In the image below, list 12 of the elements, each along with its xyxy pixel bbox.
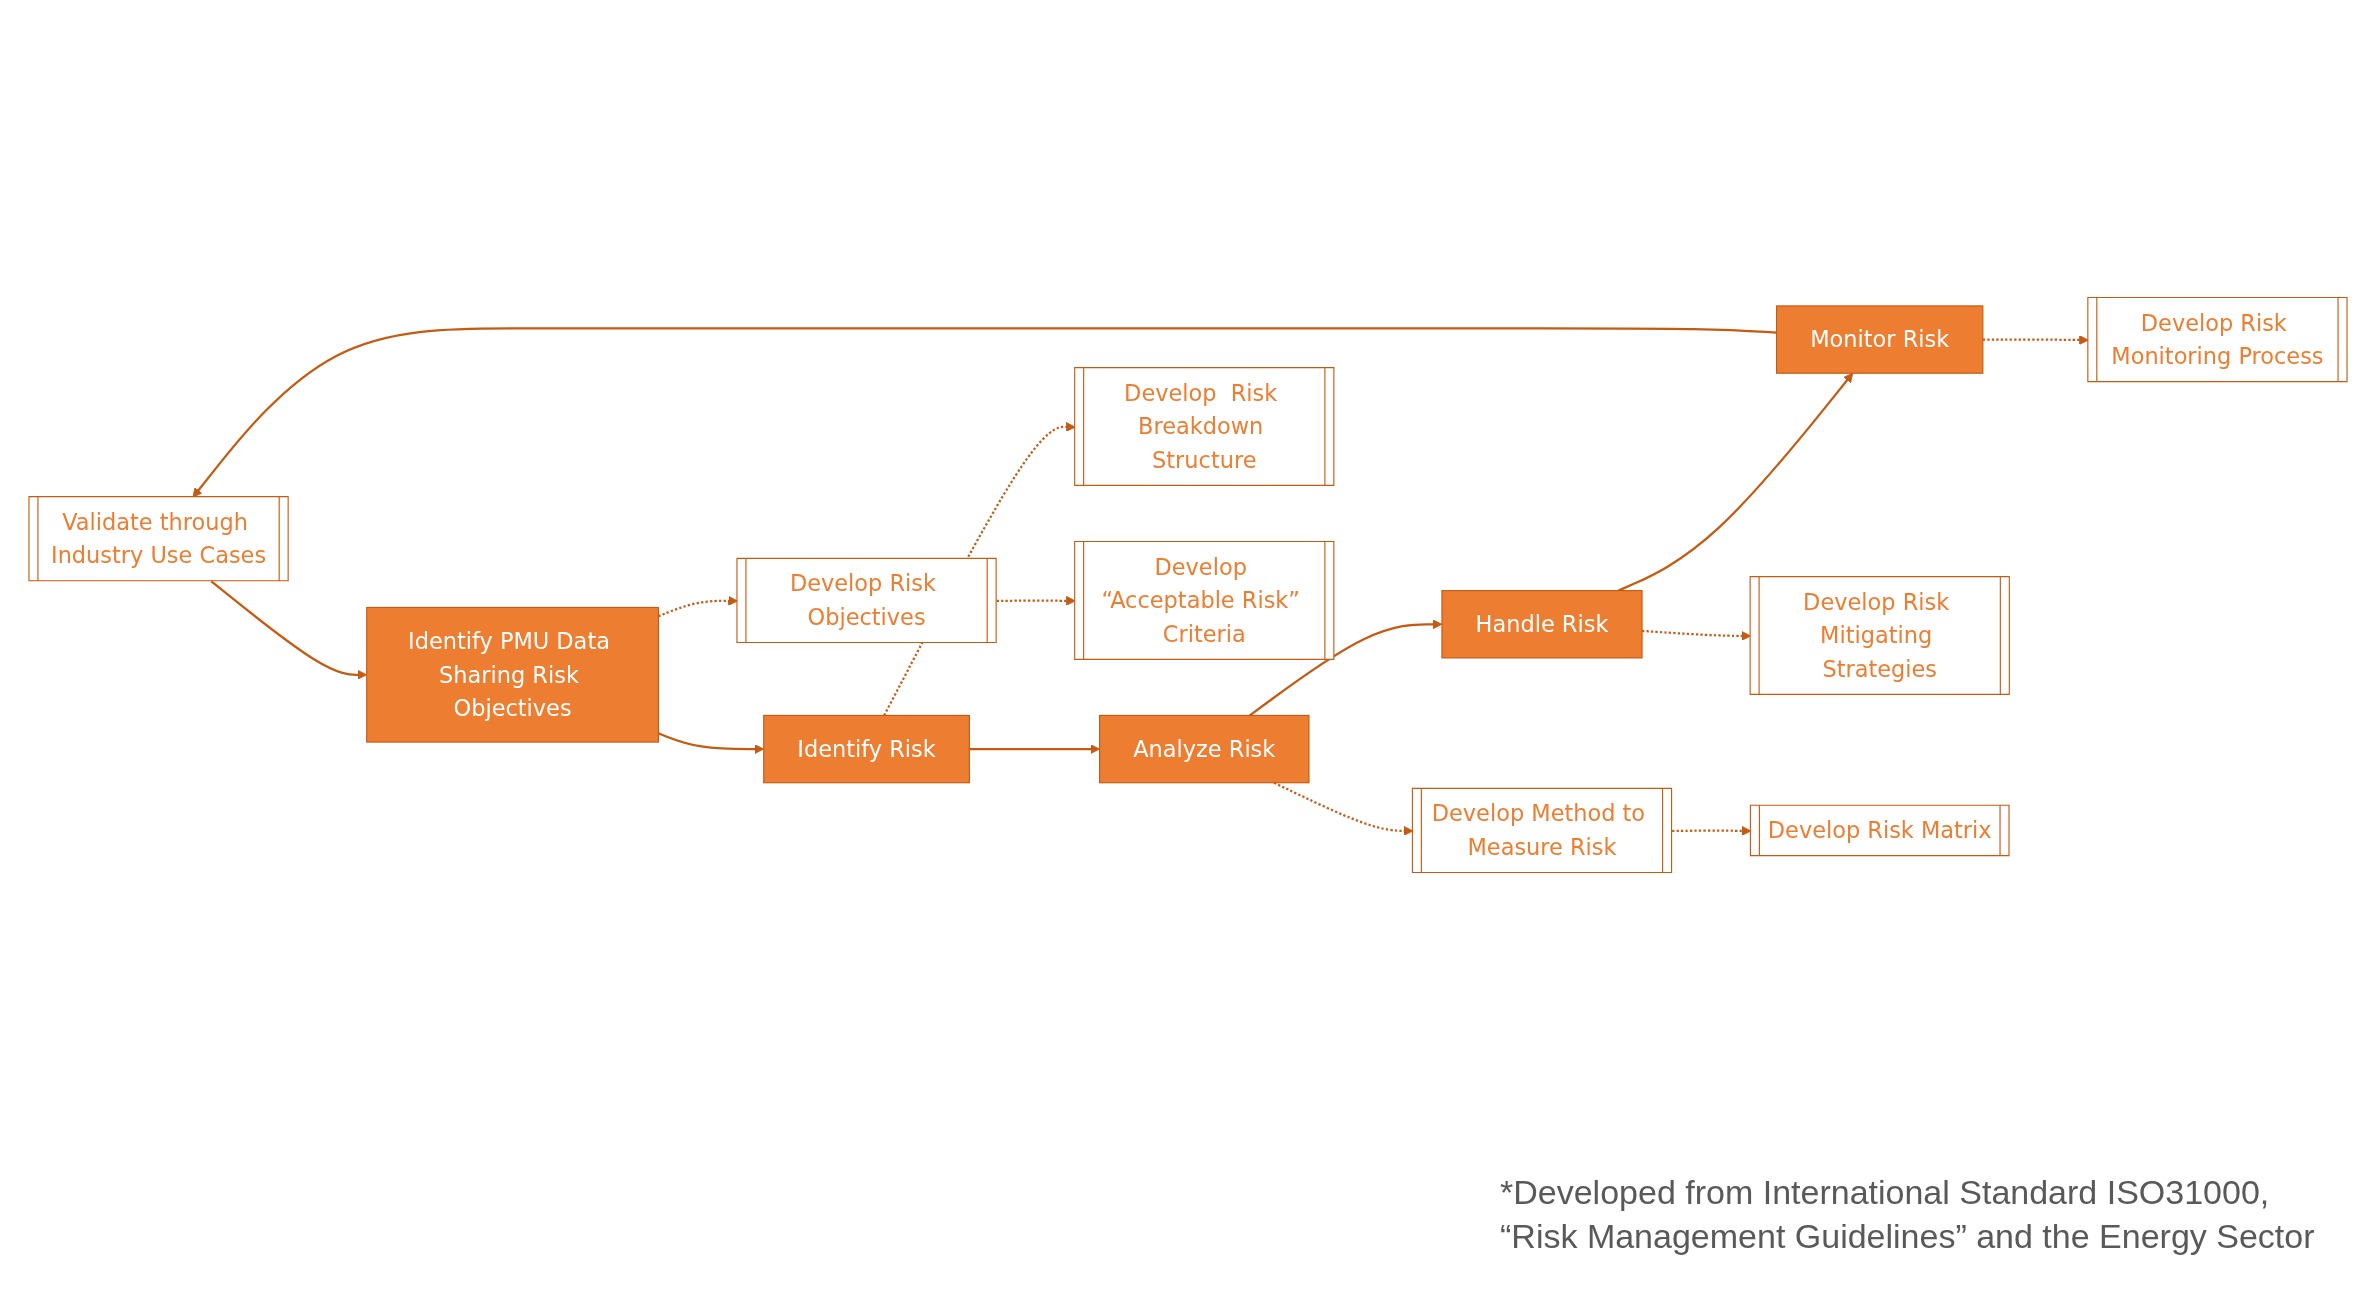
arrow xyxy=(1273,781,1414,836)
node-box: Identify PMU Data Sharing Risk Objectives xyxy=(366,606,659,743)
arrow xyxy=(1982,335,2089,345)
arrow xyxy=(1672,825,1752,836)
node-box: Handle Risk xyxy=(1441,590,1643,659)
arrow xyxy=(996,595,1076,606)
node-box: Analyze Risk xyxy=(1099,714,1310,784)
arrow xyxy=(1618,372,1854,592)
node-box: Identify Risk xyxy=(763,714,970,784)
arrow xyxy=(969,744,1100,755)
node-box: Monitor Risk xyxy=(1776,305,1984,374)
footnote: *Developed from International Standard ISO31000, “Risk Management Guidelines” and the Energy Sector xyxy=(1500,1172,2316,1258)
